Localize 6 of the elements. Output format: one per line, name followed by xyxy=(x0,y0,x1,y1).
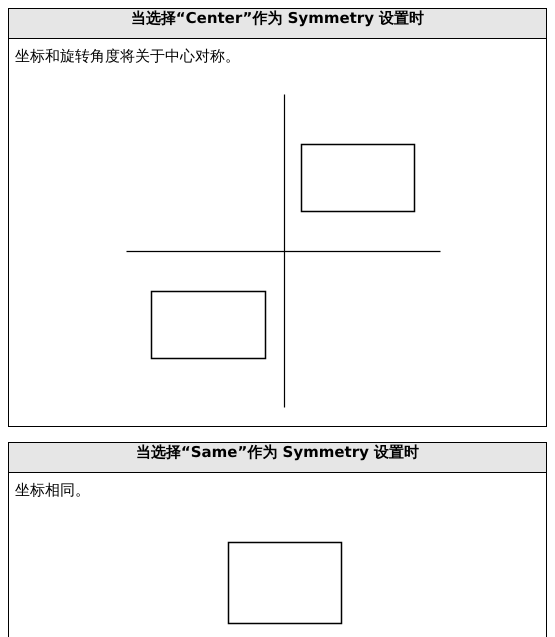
description-text: 坐标相同。 xyxy=(15,481,90,500)
panel xyxy=(8,442,547,637)
panel-heading: 当选择“Center”作为 Symmetry 设置时 xyxy=(9,9,546,39)
description-text: 坐标和旋转角度将关于中心对称。 xyxy=(15,47,240,66)
panel xyxy=(8,8,547,427)
panel-heading: 当选择“Same”作为 Symmetry 设置时 xyxy=(9,443,546,473)
